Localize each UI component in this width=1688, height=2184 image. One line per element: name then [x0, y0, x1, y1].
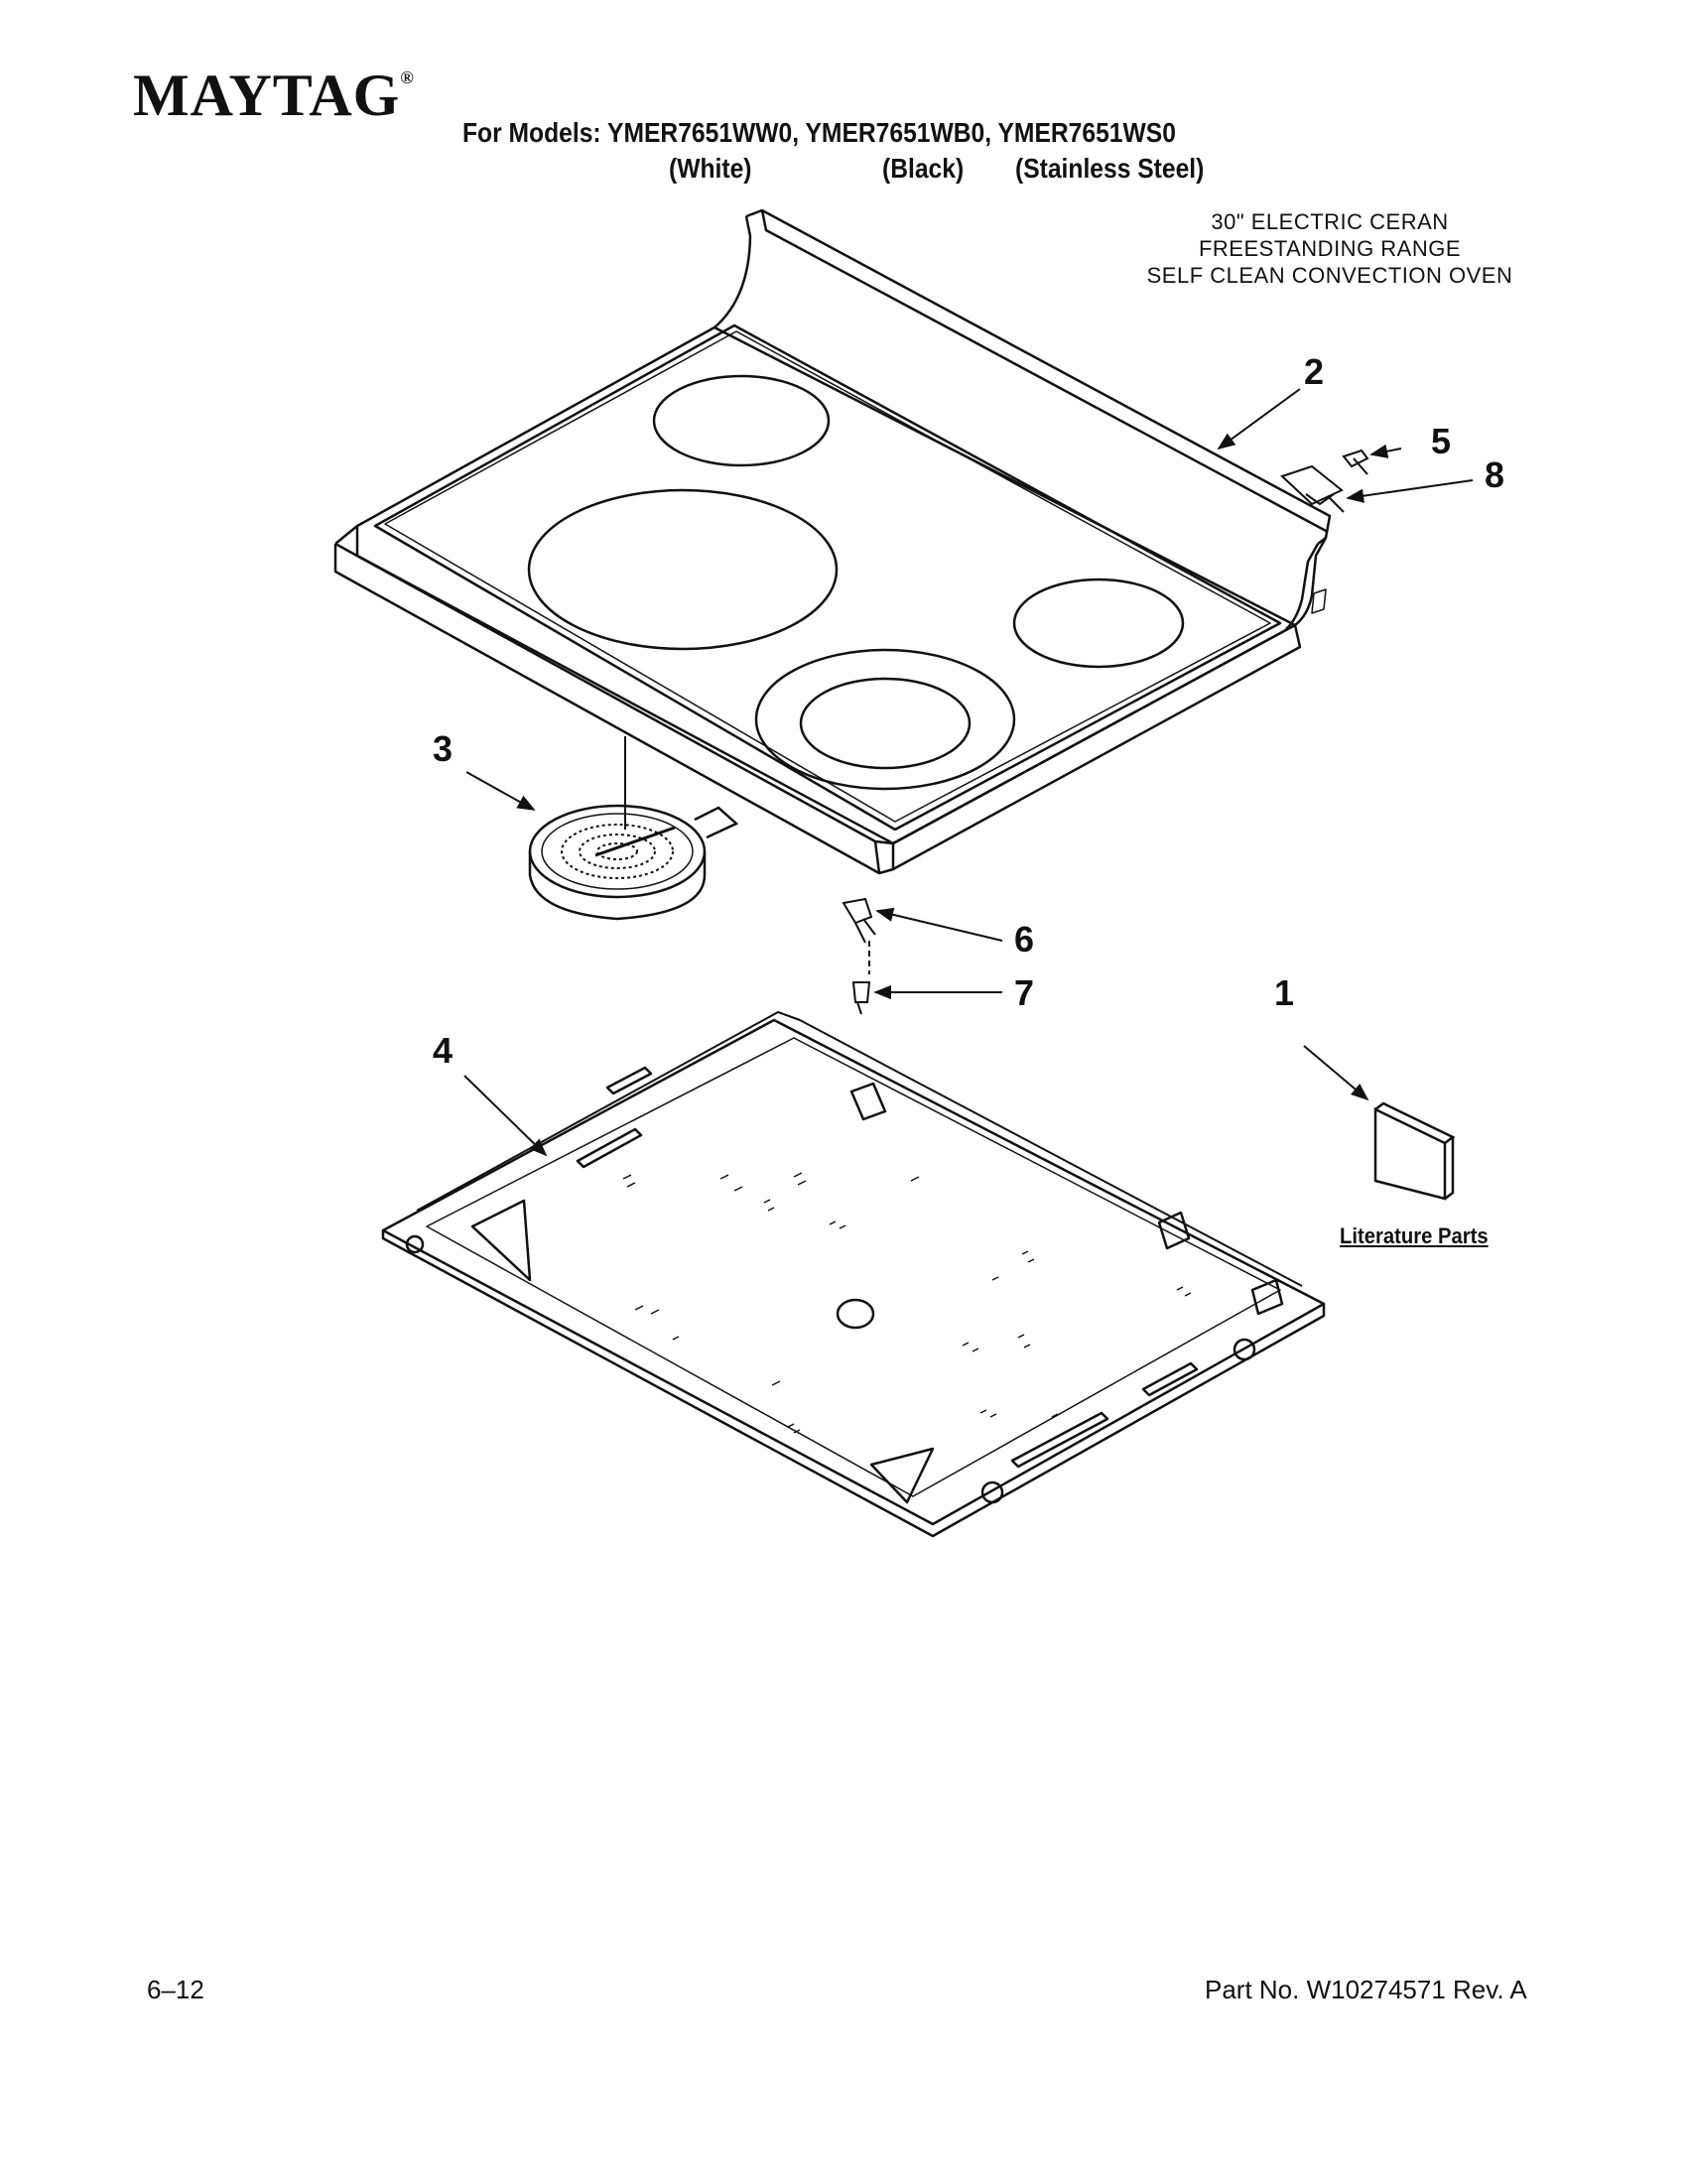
leader-1 — [1303, 1045, 1369, 1101]
leader-8 — [1346, 479, 1474, 503]
leader-5 — [1369, 444, 1402, 458]
models-line: For Models: YMER7651WW0, YMER7651WB0, YM… — [462, 117, 1176, 148]
bracket-and-screw-rear — [1280, 449, 1369, 513]
callout-4: 4 — [433, 1030, 454, 1071]
callout-5: 5 — [1431, 421, 1452, 461]
variant-black: (Black) — [882, 153, 965, 184]
variant-white: (White) — [669, 153, 752, 184]
footer-part-number: Part No. W10274571 Rev. A — [1205, 1975, 1527, 2004]
callout-6: 6 — [1014, 919, 1035, 960]
callout-7: 7 — [1014, 972, 1035, 1013]
burner-box — [381, 1011, 1326, 1538]
clip-and-screw-front — [842, 897, 876, 1015]
literature-parts-label: Literature Parts — [1340, 1223, 1489, 1248]
maytag-logo: MAYTAG® — [133, 63, 415, 128]
cooktop-main-top — [333, 208, 1332, 875]
product-description: 30" ELECTRIC CERAN FREESTANDING RANGE SE… — [1102, 208, 1558, 289]
callout-1: 1 — [1274, 972, 1295, 1013]
leader-2 — [1217, 388, 1301, 450]
leader-3 — [465, 771, 536, 811]
radiant-surface-element — [528, 736, 739, 921]
description-line-2: FREESTANDING RANGE — [1198, 236, 1462, 261]
leader-6 — [875, 907, 1003, 942]
leader-4 — [463, 1075, 548, 1157]
footer-date: 6–12 — [147, 1975, 204, 2004]
callout-2: 2 — [1304, 351, 1325, 392]
description-line-1: 30" ELECTRIC CERAN — [1211, 209, 1449, 234]
variant-stainless: (Stainless Steel) — [1015, 153, 1205, 184]
callout-8: 8 — [1485, 454, 1505, 495]
callout-leaders — [463, 388, 1474, 1157]
description-line-3: SELF CLEAN CONVECTION OVEN — [1146, 263, 1513, 288]
callout-3: 3 — [433, 728, 454, 769]
literature-booklet — [1373, 1101, 1456, 1201]
